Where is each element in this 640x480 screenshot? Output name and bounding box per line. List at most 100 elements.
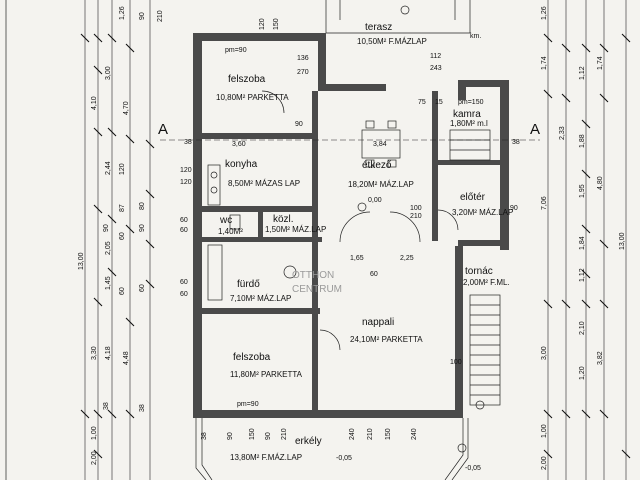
dim-left-inner-8: 38 (139, 404, 146, 412)
room-tornac-name: tornác (465, 266, 493, 277)
dim-int-4: pm=150 (458, 99, 484, 106)
dim-right-inner-7: 1,12 (579, 66, 586, 80)
room-konyha-name: konyha (225, 159, 258, 170)
section-mark-right: A (530, 121, 540, 138)
wall-mark-8: 120 (180, 179, 192, 186)
dim-left-mid-2: 4,18 (105, 346, 112, 360)
dim-bot-6: 210 (367, 428, 374, 440)
dim-left-outer-4: 2,05 (105, 241, 112, 255)
dim-int-1: pm=90 (225, 47, 247, 54)
dim-right-mid-4: 1,74 (597, 56, 604, 70)
dim-left-inner-3: 60 (119, 287, 126, 295)
room-felszoba-top-area: 10,80M² PARKETTA (216, 93, 289, 102)
room-eloter-area: 3,20M² MÁZ.LAP (452, 208, 513, 217)
right-dimension-chains (543, 0, 631, 480)
dim-left-outer-3: 3,30 (91, 346, 98, 360)
left-dimension-chains (80, 0, 155, 480)
room-wc-name: wc (219, 215, 232, 226)
terrace-outline (325, 0, 471, 34)
room-felszoba-top-name: felszoba (228, 74, 266, 85)
dim-right-outer-6: 1,26 (541, 6, 548, 20)
dim-right-inner-5: 1,95 (579, 184, 586, 198)
dim-right-inner-2: 2,10 (579, 321, 586, 335)
room-tornac-area: 2,00M² F.ML. (463, 278, 510, 287)
dim-int-17: 15 (435, 99, 443, 106)
stairs-right (469, 294, 501, 406)
dim-int-10: -0,05 (336, 455, 352, 462)
dim-left-outer-6: 4,10 (91, 96, 98, 110)
room-felszoba-bottom-name: felszoba (233, 352, 271, 363)
level-markers (357, 5, 485, 453)
dim-right-inner-3: 1,12 (579, 268, 586, 282)
dim-right-outer-4: 7,06 (541, 196, 548, 210)
room-kozl-name: közl. (273, 214, 294, 225)
room-etkezo-name: étkező (362, 160, 392, 171)
wall-mark-4: 60 (180, 227, 188, 234)
dim-top-5: 112 (430, 53, 441, 60)
dim-left-inner-7: 90 (139, 224, 146, 232)
door-swings (261, 90, 459, 351)
dim-right-outer-1: 2,00 (541, 456, 548, 470)
room-kozl-area: 1,50M² MÁZ.LAP (265, 225, 326, 234)
dim-left-mid-1: 4,48 (123, 351, 130, 365)
dining-table (361, 120, 401, 168)
kitchen-counter (207, 164, 221, 206)
wall-mark-1: 38 (184, 139, 192, 146)
dim-left-total: 13,00 (78, 252, 85, 270)
dim-int-12: 100 (410, 205, 422, 212)
dim-right-mid-2: 4,80 (597, 176, 604, 190)
dim-left-inner-5: 60 (119, 232, 126, 240)
room-nappali-area: 24,10M² PARKETTA (350, 335, 423, 344)
dim-right-inner-4: 1,84 (579, 236, 586, 250)
dim-bot-1: 90 (227, 432, 234, 440)
dim-left-inner-1: 38 (103, 402, 110, 410)
dim-bot-7: 150 (385, 428, 392, 440)
dim-int-9: 0,00 (368, 197, 382, 204)
room-erkely-name: erkély (295, 436, 322, 447)
dim-right-mid-1: 3,82 (597, 351, 604, 365)
dim-left-inner-6: 87 (119, 204, 126, 212)
watermark-line2: CENTRUM (292, 284, 342, 295)
dim-left-outer-7: 3,00 (105, 66, 112, 80)
dim-right-inner-1: 1,20 (579, 366, 586, 380)
wall-mark-2: 38 (512, 139, 520, 146)
balcony-outline (195, 418, 469, 480)
dim-bot-4: 210 (281, 428, 288, 440)
room-terasz-area: 10,50M² F.MÁZLAP (357, 37, 427, 46)
dim-left-inner-9: 90 (139, 12, 146, 20)
dim-int-15: 90 (510, 205, 518, 212)
dim-int-14: 90 (295, 121, 303, 128)
wall-mark-6: 60 (180, 291, 188, 298)
dim-int-8: 60 (370, 271, 378, 278)
room-erkely-area: 13,80M² F.MÁZ.LAP (230, 453, 302, 462)
wall-mark-7: 120 (180, 167, 192, 174)
dim-top-2: 150 (273, 18, 280, 30)
dim-int-16: 75 (418, 99, 426, 106)
dim-top-7: km. (470, 33, 481, 40)
dim-right-outer-3: 3,00 (541, 346, 548, 360)
dim-left-inner-12: 210 (157, 10, 164, 22)
dim-top-1: 120 (259, 18, 266, 30)
room-kamra-name: kamra (453, 109, 481, 120)
wall-mark-5: 60 (180, 279, 188, 286)
dim-right-outer-5: 1,74 (541, 56, 548, 70)
dim-right-total: 13,00 (619, 232, 626, 250)
walls (193, 33, 509, 418)
dim-bot-10: 240 (411, 428, 418, 440)
dim-right-mid-3: 2,33 (559, 126, 566, 140)
dim-left-outer-8: 1,26 (119, 6, 126, 20)
room-kamra-area: 1,80M² m.l (450, 119, 488, 128)
dim-left-mid-4: 4,70 (123, 101, 130, 115)
dim-int-6: 2,25 (400, 255, 414, 262)
dim-right-inner-6: 1,88 (579, 134, 586, 148)
dim-bot-5: 240 (349, 428, 356, 440)
watermark-line1: OTTHON (292, 270, 334, 281)
dim-left-outer-5: 1,45 (105, 276, 112, 290)
dim-left-inner-11: 60 (139, 284, 146, 292)
dim-int-2: 3,60 (232, 141, 246, 148)
dim-left-inner-2: 90 (103, 224, 110, 232)
dim-left-mid-3: 2,44 (105, 161, 112, 175)
dim-bot-2: 150 (249, 428, 256, 440)
room-furdo-name: fürdő (237, 279, 260, 290)
dim-right-outer-2: 1,00 (541, 424, 548, 438)
